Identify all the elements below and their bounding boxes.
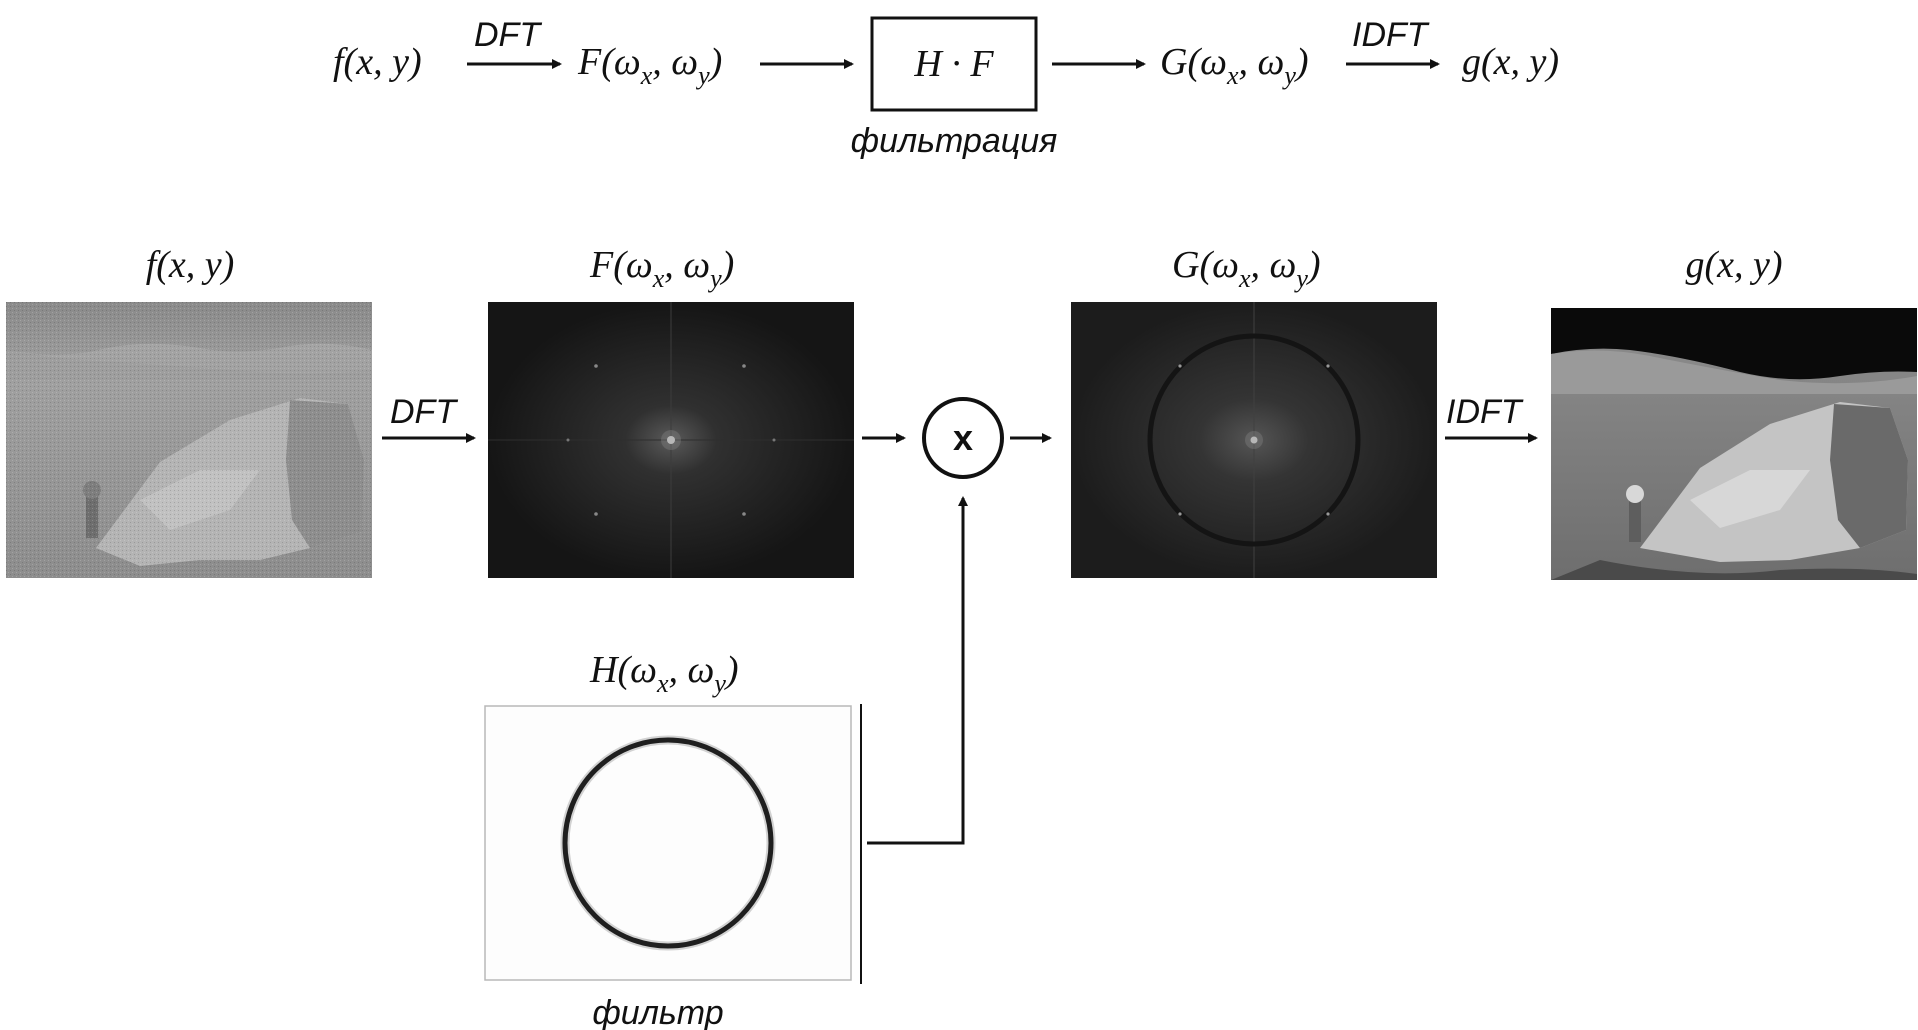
- filtered-spectrum-title: G(ωx, ωy): [1172, 244, 1321, 293]
- filter-box: [870, 16, 1038, 112]
- pipeline-idft-label: IDFT: [1352, 16, 1430, 54]
- input-image-title: f(x, y): [146, 244, 235, 286]
- multiply-symbol: x: [953, 417, 973, 458]
- input-image: [6, 302, 372, 578]
- pipeline-row: f(x, y) DFT F(ωx, ωy) H · F фильтрация G…: [333, 16, 1559, 160]
- spectrum-image: [488, 302, 854, 578]
- filter-caption: фильтр: [592, 994, 723, 1030]
- filter-box-caption: фильтрация: [851, 122, 1058, 160]
- filter-box-label: H · F: [913, 43, 994, 85]
- filtered-spectrum-image: [1071, 302, 1437, 578]
- filter-to-multiply-connector: [867, 496, 968, 845]
- filter-title: H(ωx, ωy): [589, 649, 739, 698]
- spectrum-title: F(ωx, ωy): [589, 244, 734, 293]
- multiply-node: [922, 397, 1004, 479]
- output-image: [1551, 308, 1917, 580]
- pipeline-f-xy: f(x, y): [333, 41, 422, 83]
- dft-label: DFT: [390, 393, 458, 431]
- filter-image: [484, 704, 862, 984]
- output-image-title: g(x, y): [1685, 244, 1782, 286]
- pipeline-dft-label: DFT: [474, 16, 542, 54]
- pipeline-G-omega: G(ωx, ωy): [1160, 41, 1309, 90]
- pipeline-F-omega: F(ωx, ωy): [577, 41, 722, 90]
- idft-label: IDFT: [1446, 393, 1524, 431]
- pipeline-g-xy: g(x, y): [1462, 41, 1559, 83]
